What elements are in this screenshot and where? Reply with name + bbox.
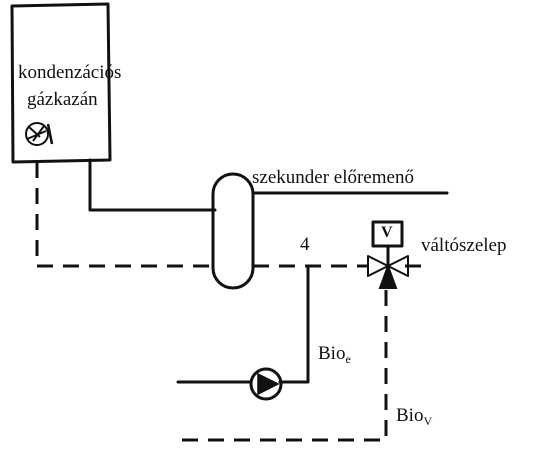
node-number-label: 4 — [300, 234, 310, 255]
bio-v-dashed-pipe — [178, 290, 388, 442]
valve-actuator-icon — [371, 220, 404, 248]
bio-v-label: BioV — [396, 405, 432, 432]
fan-icon — [25, 122, 54, 146]
pump-icon — [249, 367, 283, 401]
secondary-flow-label: szekunder előremenő — [252, 167, 414, 188]
bio-e-base: Bio — [318, 343, 346, 364]
valve-label: váltószelep — [421, 235, 507, 256]
bio-e-branch-pipe — [278, 264, 310, 384]
hydraulic-separator — [211, 172, 255, 290]
bio-v-base: Bio — [396, 405, 424, 426]
boiler-label-line1: kondenzációs — [18, 62, 122, 83]
bio-v-subscript: V — [423, 414, 433, 428]
boiler-return-dashed-pipe — [35, 162, 215, 268]
valve-actuator-letter: V — [381, 224, 393, 241]
three-way-valve-icon — [367, 245, 409, 289]
boiler-flow-pipe — [88, 158, 217, 212]
bio-e-label: Bioe — [318, 343, 351, 370]
bio-e-subscript: e — [345, 352, 351, 366]
boiler-box — [10, 2, 112, 164]
boiler-label-line2: gázkazán — [27, 89, 98, 110]
